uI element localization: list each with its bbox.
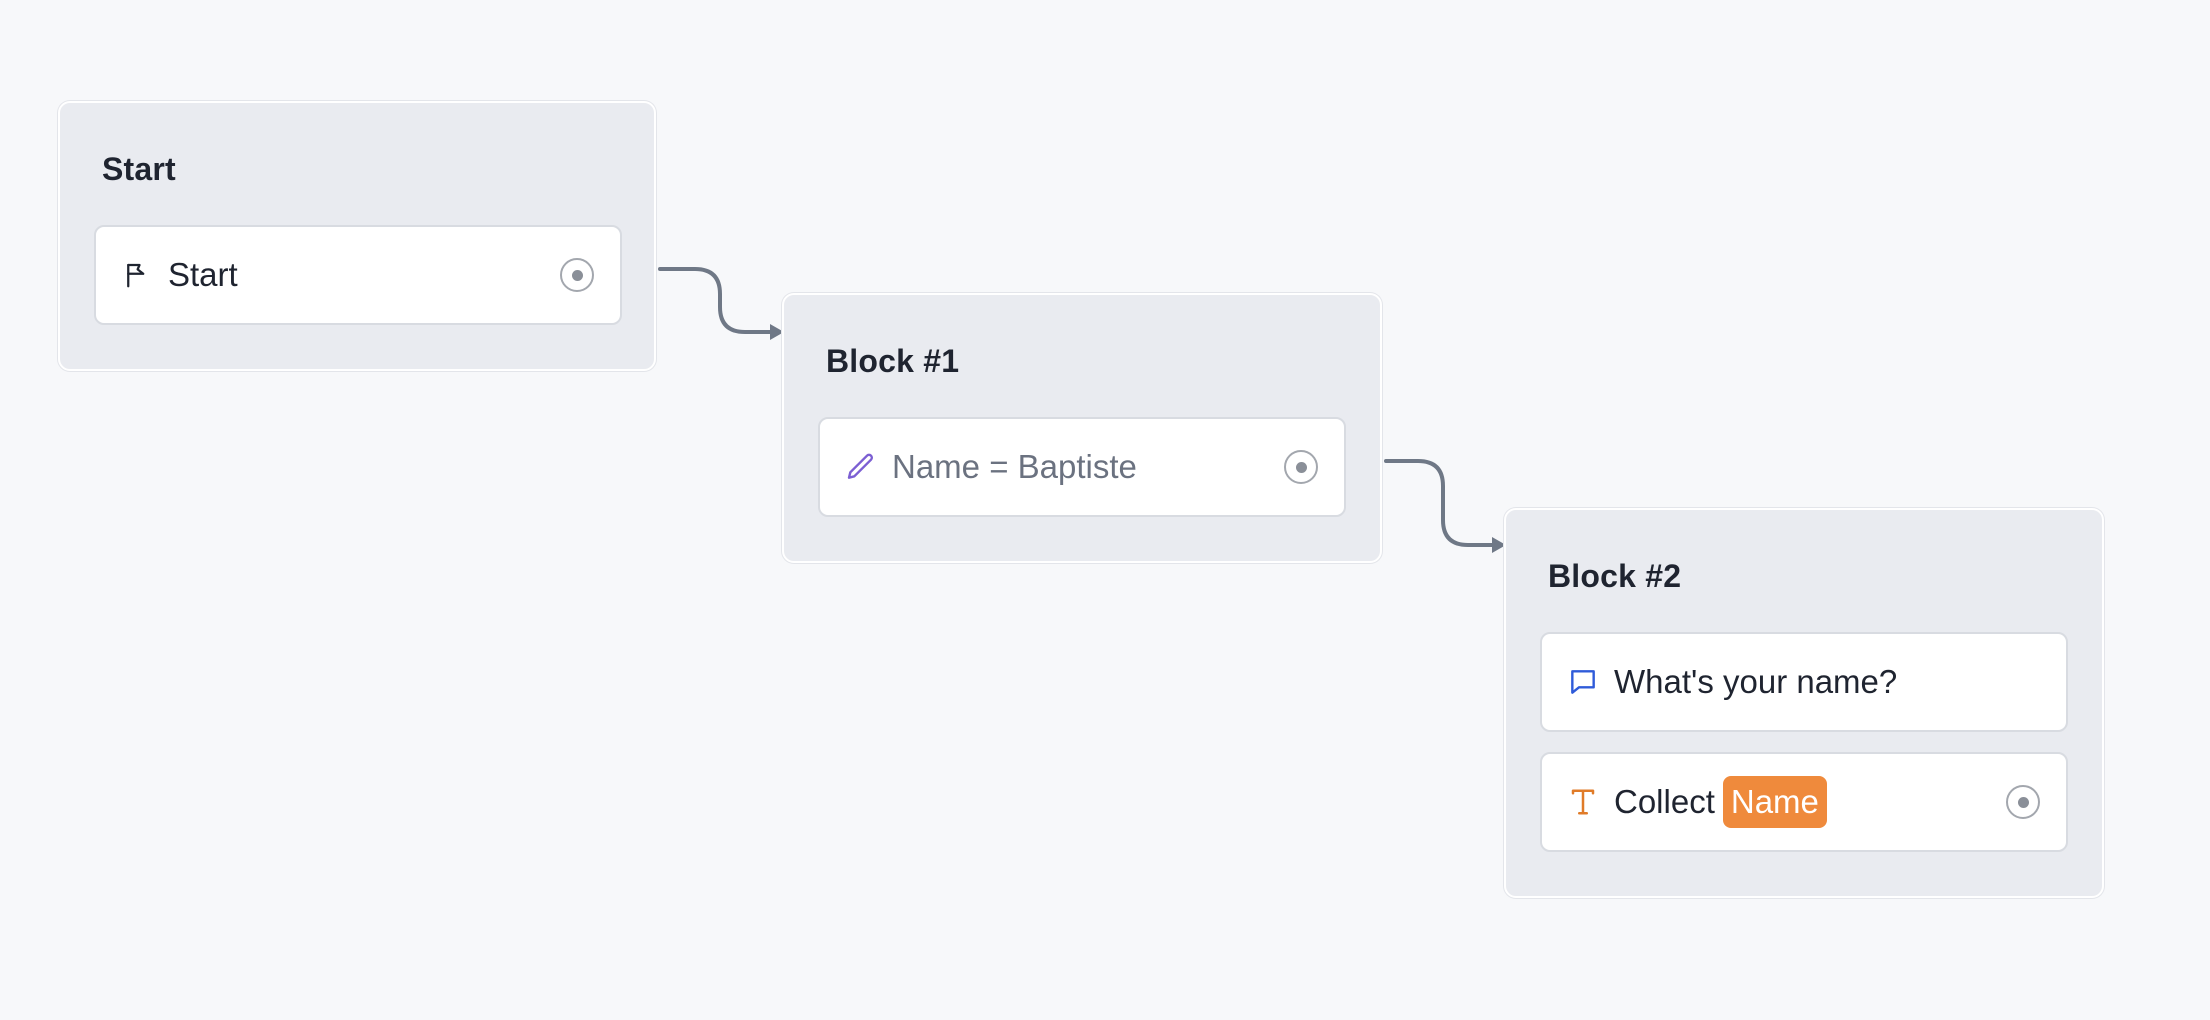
group-block-1[interactable]: Block #1 Name = Baptiste: [782, 293, 1382, 563]
edge-block-1-to-block-2: [1384, 459, 1494, 547]
block-label: Name = Baptiste: [892, 448, 1137, 485]
collect-label: Collect: [1614, 783, 1715, 820]
block-label: Start: [168, 256, 238, 293]
group-title: Start: [102, 151, 176, 187]
text-input-icon: [1566, 785, 1600, 819]
group-title: Block #1: [826, 343, 960, 379]
block-start[interactable]: Start: [94, 225, 622, 325]
block-label: Collect Name: [1614, 776, 1827, 828]
endpoint-dot: [571, 269, 583, 281]
block-label: What's your name?: [1614, 663, 1898, 700]
variable-pill: Name: [1722, 776, 1827, 828]
block-text-bubble[interactable]: What's your name?: [1540, 632, 2068, 732]
flag-icon: [120, 258, 154, 292]
group-block-2[interactable]: Block #2 What's your name? Collect Name: [1504, 508, 2104, 898]
endpoint-dot: [2017, 796, 2029, 808]
block-output-endpoint[interactable]: [2006, 785, 2040, 819]
pencil-icon: [844, 450, 878, 484]
group-start[interactable]: Start Start: [58, 101, 656, 371]
block-output-endpoint[interactable]: [1284, 450, 1318, 484]
endpoint-dot: [1295, 461, 1307, 473]
block-output-endpoint[interactable]: [560, 258, 594, 292]
block-text-input[interactable]: Collect Name: [1540, 752, 2068, 852]
chat-bubble-icon: [1566, 665, 1600, 699]
edge-start-to-block-1: [658, 267, 772, 334]
group-title: Block #2: [1548, 558, 1682, 594]
block-set-variable[interactable]: Name = Baptiste: [818, 417, 1346, 517]
